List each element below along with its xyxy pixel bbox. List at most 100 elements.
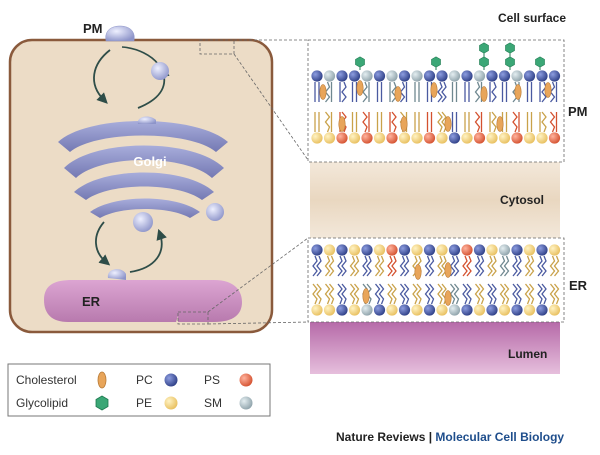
cholesterol-molecule <box>444 290 452 306</box>
sm-headgroup <box>361 304 373 316</box>
sm-headgroup <box>498 244 511 256</box>
pc-headgroup <box>398 304 411 316</box>
cholesterol-molecule <box>496 116 504 132</box>
pm-golgi-arrow-top <box>121 46 159 65</box>
glycolipid-sugar <box>505 56 515 68</box>
golgi-apparatus <box>58 116 228 218</box>
cholesterol-molecule <box>480 86 488 102</box>
sm-headgroup <box>448 304 461 316</box>
pc-icon <box>164 373 178 387</box>
pc-headgroup <box>498 70 511 82</box>
golgi-label: Golgi <box>133 154 166 169</box>
pc-headgroup <box>448 132 461 144</box>
pm-golgi-arrow-down <box>93 49 111 104</box>
pm-right-label: PM <box>568 104 588 119</box>
legend-glycolipid-label: Glycolipid <box>16 396 68 410</box>
legend-pc-label: PC <box>136 373 153 387</box>
pc-headgroup <box>536 244 548 256</box>
pe-headgroup <box>461 132 473 144</box>
pe-headgroup <box>348 244 361 256</box>
sm-headgroup <box>511 70 523 82</box>
sm-headgroup <box>411 70 423 82</box>
glycolipid-sugar <box>505 42 515 54</box>
cholesterol-molecule <box>430 82 438 98</box>
pc-headgroup <box>373 70 386 82</box>
ps-headgroup <box>473 132 486 144</box>
cholesterol-molecule <box>319 84 327 100</box>
glycolipid-icon <box>95 395 109 411</box>
pc-headgroup <box>348 70 361 82</box>
ps-headgroup <box>423 132 436 144</box>
pc-headgroup <box>461 304 473 316</box>
cholesterol-molecule <box>356 80 364 96</box>
cholesterol-molecule <box>338 116 346 132</box>
pc-headgroup <box>311 244 323 256</box>
pe-headgroup <box>386 304 398 316</box>
pc-headgroup <box>436 70 448 82</box>
pe-headgroup <box>348 132 361 144</box>
pe-headgroup <box>311 132 323 144</box>
er-golgi-arrow-up <box>129 228 167 273</box>
er-budding-vesicle <box>107 269 126 280</box>
legend-pe-label: PE <box>136 396 152 410</box>
glycolipid-sugar <box>431 56 441 68</box>
pe-headgroup <box>411 132 423 144</box>
pe-headgroup <box>486 244 498 256</box>
er-golgi-vesicle <box>133 212 153 232</box>
cholesterol-molecule <box>514 84 522 100</box>
pe-headgroup <box>548 304 561 316</box>
ps-headgroup <box>336 132 348 144</box>
lumen-label: Lumen <box>508 347 547 361</box>
glycolipid-sugar <box>535 56 545 68</box>
glycolipid-sugar <box>355 56 365 68</box>
sm-headgroup <box>448 70 461 82</box>
cholesterol-molecule <box>414 264 422 280</box>
ps-headgroup <box>461 244 473 256</box>
pc-headgroup <box>398 70 411 82</box>
ps-headgroup <box>548 132 561 144</box>
pc-headgroup <box>423 70 436 82</box>
pe-headgroup <box>498 132 511 144</box>
cytosol-region <box>310 162 560 238</box>
cholesterol-molecule <box>444 262 452 278</box>
pc-headgroup <box>536 304 548 316</box>
cholesterol-molecule <box>362 288 370 304</box>
pe-headgroup <box>436 304 448 316</box>
pe-headgroup <box>411 244 423 256</box>
cholesterol-molecule <box>444 116 452 132</box>
pc-headgroup <box>536 70 548 82</box>
pc-headgroup <box>511 244 523 256</box>
pe-headgroup <box>323 244 336 256</box>
pc-headgroup <box>361 244 373 256</box>
pm-zoom-box <box>199 39 235 55</box>
pc-headgroup <box>473 244 486 256</box>
er-right-label: ER <box>569 278 588 293</box>
pe-headgroup <box>548 244 561 256</box>
glycolipid-sugar <box>479 42 489 54</box>
credit-publisher: Nature Reviews <box>336 430 426 444</box>
credit-journal: Molecular Cell Biology <box>435 430 565 444</box>
cholesterol-molecule <box>400 116 408 132</box>
pc-headgroup <box>523 70 536 82</box>
pe-headgroup <box>498 304 511 316</box>
pm-cell-label: PM <box>83 21 103 36</box>
legend-ps-label: PS <box>204 373 220 387</box>
pe-headgroup <box>323 132 336 144</box>
er-bilayer-frame <box>307 237 565 323</box>
sm-headgroup <box>386 70 398 82</box>
pe-headgroup <box>411 304 423 316</box>
pe-headgroup <box>398 132 411 144</box>
er-bilayer <box>311 244 561 316</box>
pe-headgroup <box>436 132 448 144</box>
pc-headgroup <box>311 70 323 82</box>
pm-vesicle <box>151 62 169 80</box>
sm-headgroup <box>323 70 336 82</box>
pc-headgroup <box>336 304 348 316</box>
pc-headgroup <box>548 70 561 82</box>
pc-headgroup <box>511 304 523 316</box>
sm-headgroup <box>473 70 486 82</box>
credit-separator: | <box>425 430 436 444</box>
pm-bilayer-frame <box>307 39 565 163</box>
glycolipid-sugar <box>479 56 489 68</box>
